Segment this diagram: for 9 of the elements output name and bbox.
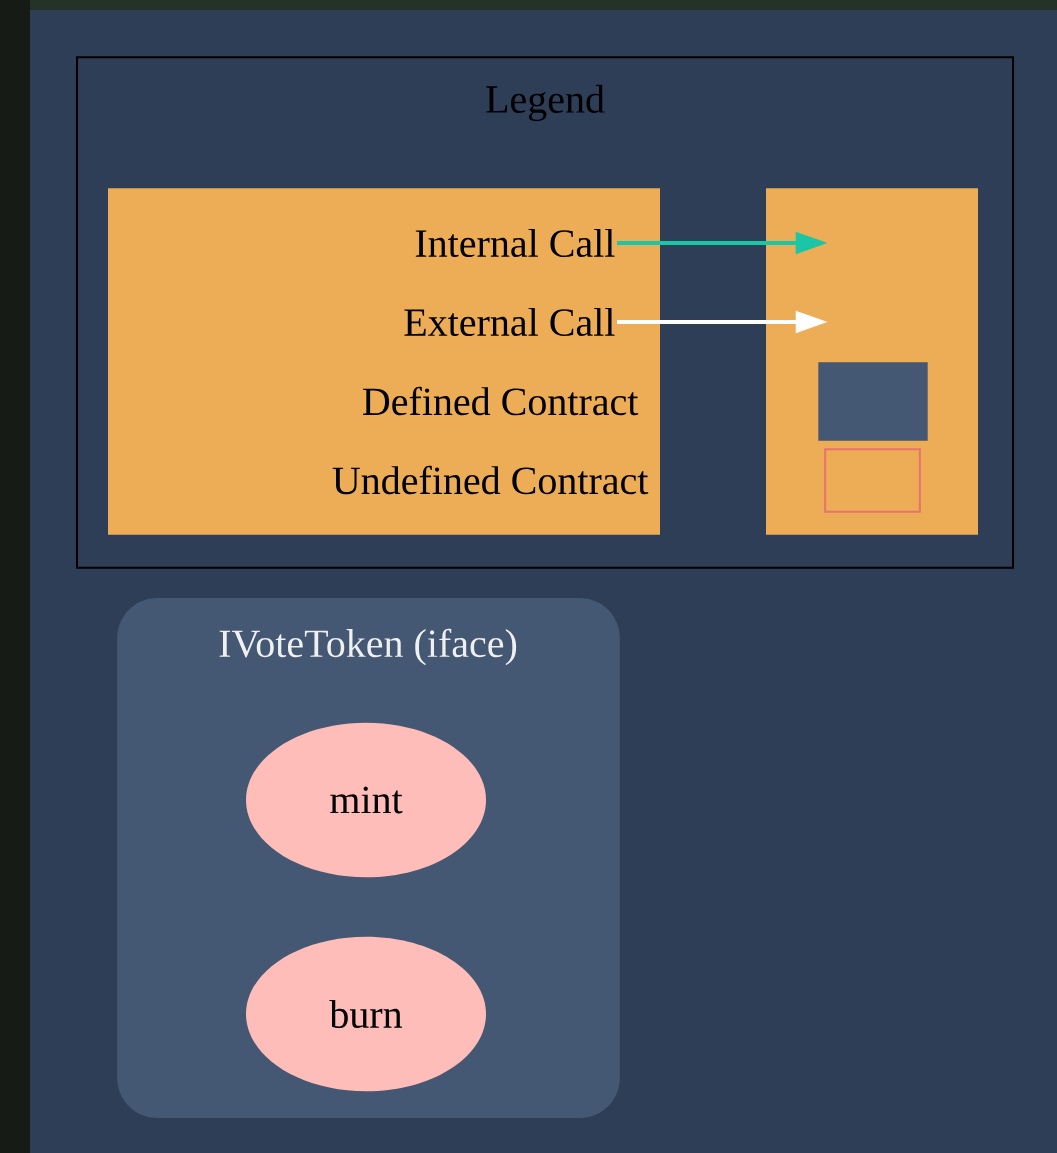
legend-label: External Call xyxy=(404,307,615,337)
key-box xyxy=(108,188,660,535)
legend-label: Internal Call xyxy=(415,228,615,258)
legend-label: Undefined Contract xyxy=(332,465,649,495)
contract-swatch xyxy=(818,362,928,441)
cluster-title: Legend xyxy=(486,84,605,122)
cluster-title: IVoteToken (iface) xyxy=(219,628,517,666)
legend-label: Defined Contract xyxy=(363,386,639,416)
contract-swatch xyxy=(824,448,921,513)
